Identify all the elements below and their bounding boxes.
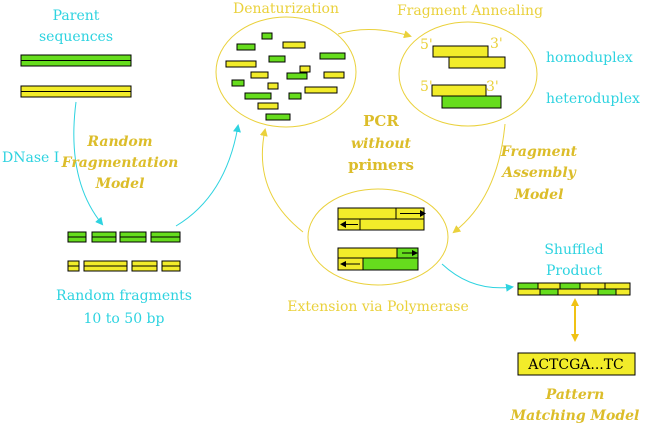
extension-strands-bottom bbox=[337, 247, 419, 271]
shuffled-product-strand bbox=[517, 282, 631, 296]
fragment-annealing-label: Fragment Annealing bbox=[397, 3, 543, 19]
to-shuffled-arrow bbox=[441, 263, 514, 292]
pattern-label-line1: Pattern bbox=[545, 387, 605, 403]
extension-circle bbox=[307, 188, 449, 286]
parent-sequence-green bbox=[20, 54, 132, 67]
pcr-label-line1: PCR bbox=[363, 112, 399, 130]
shuffled-label-line2: Product bbox=[546, 263, 602, 279]
homoduplex-strands bbox=[432, 45, 506, 69]
homoduplex-five-prime: 5' bbox=[420, 37, 433, 53]
pattern-label-line2: Matching Model bbox=[510, 408, 640, 424]
parent-label-line2: sequences bbox=[39, 29, 113, 45]
heteroduplex-three-prime: 3' bbox=[486, 79, 499, 95]
homoduplex-three-prime: 3' bbox=[490, 36, 503, 52]
sequence-text: ACTCGA...TC bbox=[527, 357, 624, 373]
random-frag-model-line3: Model bbox=[95, 176, 145, 192]
dnase-label: DNase I bbox=[2, 150, 59, 166]
parent-label-line1: Parent bbox=[53, 8, 100, 24]
random-fragments-yellow bbox=[67, 260, 181, 272]
to-denaturization-arrow bbox=[175, 124, 241, 227]
sequence-box bbox=[517, 352, 636, 376]
shuffled-label-line1: Shuffled bbox=[544, 242, 603, 258]
to-extension-arrow bbox=[452, 123, 506, 234]
denaturization-label: Denaturization bbox=[233, 1, 339, 17]
homoduplex-label: homoduplex bbox=[546, 50, 633, 66]
fragment-assembly-line2: Assembly bbox=[500, 165, 576, 181]
denatured-fragments bbox=[225, 32, 346, 121]
fragment-assembly-line3: Model bbox=[514, 187, 564, 203]
random-frag-model-line2: Fragmentation bbox=[61, 155, 179, 171]
cycle-back-arrow bbox=[259, 128, 304, 233]
heteroduplex-label: heteroduplex bbox=[546, 91, 640, 107]
fragment-assembly-line1: Fragment bbox=[500, 144, 578, 160]
random-frag-model-line1: Random bbox=[86, 134, 152, 150]
random-fragments-line2: 10 to 50 bp bbox=[84, 311, 165, 327]
annealing-circle bbox=[398, 21, 538, 127]
pcr-label-line3: primers bbox=[348, 156, 414, 174]
fragmentation-arrow bbox=[73, 101, 104, 226]
extension-strands-top bbox=[337, 207, 426, 231]
to-annealing-arrow bbox=[337, 28, 412, 39]
denaturization-circle bbox=[215, 16, 357, 128]
extension-label: Extension via Polymerase bbox=[287, 299, 469, 315]
heteroduplex-five-prime: 5' bbox=[420, 79, 433, 95]
parent-sequence-yellow bbox=[20, 85, 132, 98]
random-fragments-green bbox=[67, 231, 181, 243]
pcr-label-line2: without bbox=[351, 136, 412, 152]
random-fragments-line1: Random fragments bbox=[56, 288, 192, 304]
heteroduplex-strands bbox=[431, 84, 502, 109]
